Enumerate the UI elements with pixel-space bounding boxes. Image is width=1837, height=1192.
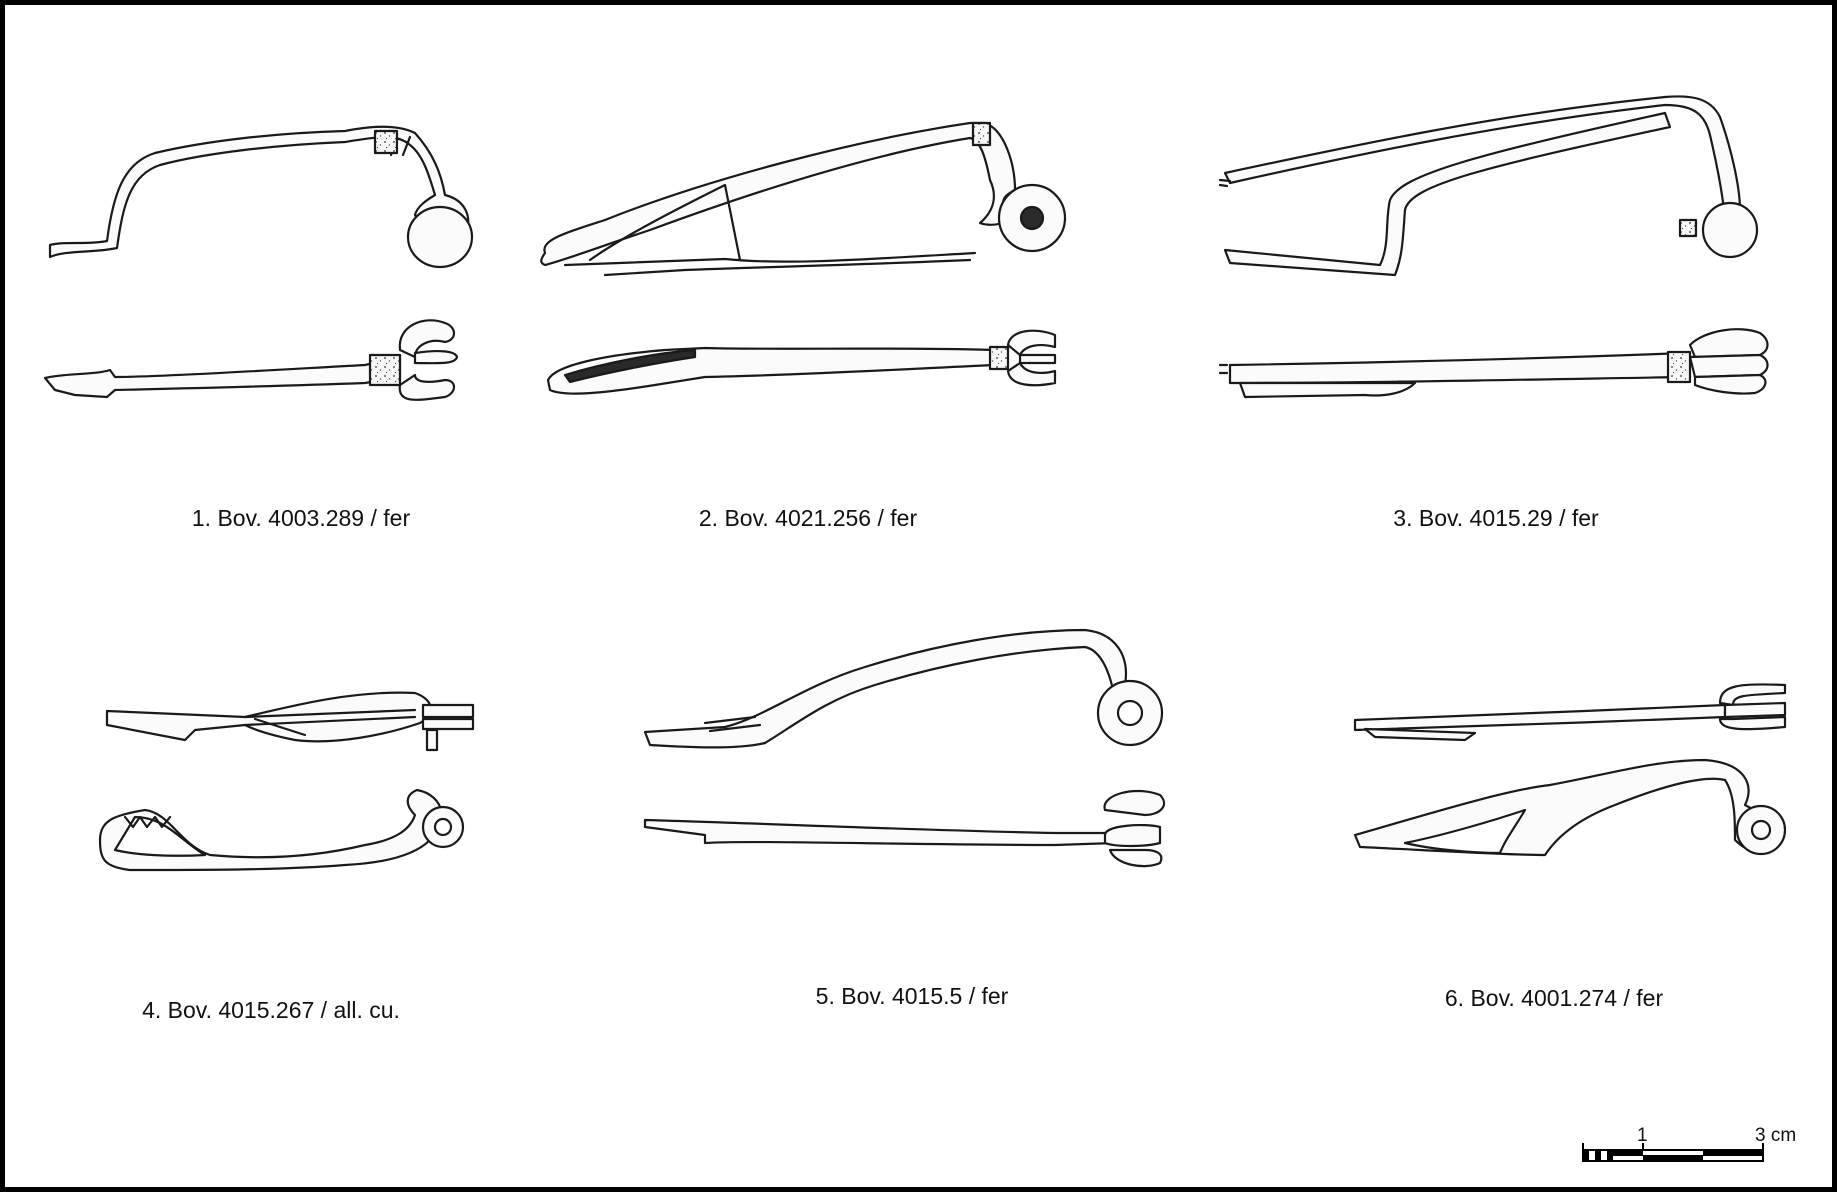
fibula-3-icon — [1218, 95, 1769, 399]
fibula-2-side-view — [540, 121, 1017, 267]
scale-label-3cm: 3 cm — [1755, 1125, 1797, 1146]
figure-2-caption: 2. Bov. 4021.256 / fer — [698, 505, 918, 531]
figure-4-caption: 4. Bov. 4015.267 / all. cu. — [142, 997, 400, 1023]
figure-5-caption: 5. Bov. 4015.5 / fer — [815, 983, 1009, 1009]
figure-6-caption: 6. Bov. 4001.274 / fer — [1444, 985, 1664, 1011]
fibula-3-top-view — [1228, 351, 1687, 385]
figure-3-caption: 3. Bov. 4015.29 / fer — [1393, 505, 1599, 531]
fibulae-drawing — [43, 95, 1787, 1162]
fibula-2-icon — [540, 121, 1067, 395]
figure-1-caption: 1. Bov. 4003.289 / fer — [191, 505, 411, 531]
fibula-5-icon — [643, 628, 1166, 868]
fibula-3-side-view — [1223, 95, 1757, 252]
fibula-4-icon — [98, 691, 475, 872]
fibula-1-top-view — [43, 355, 402, 399]
fibula-6-icon — [1353, 683, 1787, 857]
scale-bar-icon — [1582, 1143, 1764, 1162]
scale-label-1: 1 — [1637, 1125, 1648, 1146]
fibula-1-icon — [43, 125, 474, 401]
fibula-5-top-view — [643, 818, 1117, 847]
fibula-6-top-view — [1353, 703, 1727, 732]
